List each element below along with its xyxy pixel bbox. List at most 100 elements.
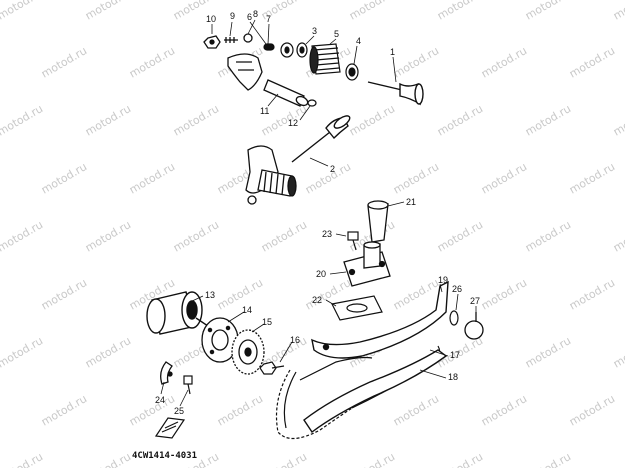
part-sprocket-bolt bbox=[259, 361, 285, 375]
watermark-text: motod.ru bbox=[567, 392, 617, 428]
callout-25: 25 bbox=[174, 406, 184, 416]
callout-6: 6 bbox=[247, 12, 252, 22]
part-chain-guide bbox=[303, 349, 448, 434]
callout-9: 9 bbox=[230, 11, 235, 21]
watermark-text: motod.ru bbox=[39, 44, 89, 80]
watermark-text: motod.ru bbox=[523, 218, 573, 254]
part-rocker-shaft bbox=[263, 79, 317, 107]
watermark-text: motod.ru bbox=[391, 392, 441, 428]
leader-lines bbox=[160, 19, 477, 407]
watermark-text: motod.ru bbox=[83, 218, 133, 254]
watermark-text: motod.ru bbox=[435, 0, 485, 23]
watermark-text: motod.ru bbox=[611, 334, 625, 370]
callout-7: 7 bbox=[266, 14, 271, 24]
watermark-text: motod.ru bbox=[303, 160, 353, 196]
watermark-text: motod.ru bbox=[435, 218, 485, 254]
part-cam-sprocket bbox=[231, 329, 265, 375]
watermark-text: motod.ru bbox=[435, 334, 485, 370]
watermark-text: motod.ru bbox=[435, 102, 485, 138]
watermark-text: motod.ru bbox=[523, 0, 573, 23]
watermark-text: motod.ru bbox=[611, 0, 625, 23]
part-tensioner-body bbox=[343, 241, 391, 287]
callout-15: 15 bbox=[262, 317, 272, 327]
watermark-text: motod.ru bbox=[259, 450, 309, 468]
callout-20: 20 bbox=[316, 269, 326, 279]
watermark-text: motod.ru bbox=[215, 276, 265, 312]
watermark-text: motod.ru bbox=[567, 160, 617, 196]
watermark-text: motod.ru bbox=[127, 160, 177, 196]
watermark-text: motod.ru bbox=[39, 276, 89, 312]
watermark-text: motod.ru bbox=[171, 102, 221, 138]
watermark-text: motod.ru bbox=[567, 276, 617, 312]
watermark-text: motod.ru bbox=[259, 218, 309, 254]
part-camshaft bbox=[146, 291, 209, 341]
watermark-text: motod.ru bbox=[127, 44, 177, 80]
watermark-text: motod.ru bbox=[347, 102, 397, 138]
callout-23: 23 bbox=[322, 229, 332, 239]
callout-13: 13 bbox=[205, 290, 215, 300]
callout-27: 27 bbox=[470, 296, 480, 306]
part-rocker-arm-upper bbox=[203, 33, 263, 91]
watermark-text: motod.ru bbox=[611, 450, 625, 468]
watermark-text: motod.ru bbox=[0, 44, 1, 80]
watermark-text: motod.ru bbox=[0, 218, 45, 254]
watermark-text: motod.ru bbox=[479, 276, 529, 312]
watermark-text: motod.ru bbox=[479, 392, 529, 428]
callout-17: 17 bbox=[450, 350, 460, 360]
callout-12: 12 bbox=[288, 118, 298, 128]
part-rocker-arm-lower bbox=[245, 145, 297, 205]
arrow-front-icon bbox=[154, 417, 186, 439]
watermark-text: motod.ru bbox=[611, 218, 625, 254]
part-clip bbox=[160, 361, 173, 385]
watermark-text: motod.ru bbox=[171, 218, 221, 254]
part-washer bbox=[449, 310, 459, 326]
part-pin bbox=[183, 375, 193, 395]
callout-22: 22 bbox=[312, 295, 322, 305]
part-chain-tensioner-guide bbox=[311, 280, 449, 359]
callout-labels: 1 2 3 4 5 6 7 8 9 10 11 12 13 14 15 16 1… bbox=[155, 9, 480, 416]
callout-19: 19 bbox=[438, 275, 448, 285]
callout-26: 26 bbox=[452, 284, 462, 294]
watermark-text: motod.ru bbox=[479, 160, 529, 196]
diagram-code: 4CW1414-4031 bbox=[132, 451, 197, 461]
callout-14: 14 bbox=[242, 305, 252, 315]
callout-10: 10 bbox=[206, 14, 216, 24]
callout-3: 3 bbox=[312, 26, 317, 36]
watermark-text: motod.ru bbox=[0, 0, 45, 23]
watermark-text: motod.ru bbox=[523, 102, 573, 138]
part-valve-spring-set bbox=[263, 42, 359, 81]
watermark-text: motod.ru bbox=[83, 0, 133, 23]
part-valve-exhaust bbox=[291, 115, 351, 163]
watermark-text: motod.ru bbox=[523, 334, 573, 370]
watermark-text: motod.ru bbox=[0, 102, 45, 138]
watermark-text: motod.ru bbox=[0, 450, 45, 468]
callout-16: 16 bbox=[290, 335, 300, 345]
watermark-text: motod.ru bbox=[215, 392, 265, 428]
callout-18: 18 bbox=[448, 372, 458, 382]
part-cap-bolt bbox=[464, 312, 484, 340]
watermark-text: motod.ru bbox=[0, 160, 1, 196]
watermark-text: motod.ru bbox=[567, 44, 617, 80]
watermark-text: motod.ru bbox=[479, 44, 529, 80]
watermark-text: motod.ru bbox=[39, 160, 89, 196]
watermark-text: motod.ru bbox=[391, 276, 441, 312]
watermark-text: motod.ru bbox=[0, 392, 1, 428]
callout-5: 5 bbox=[334, 29, 339, 39]
part-sprocket-plate bbox=[201, 317, 239, 363]
callout-2: 2 bbox=[330, 164, 335, 174]
part-bolt bbox=[347, 231, 359, 251]
watermark-text: motod.ru bbox=[391, 44, 441, 80]
watermark-text: motod.ru bbox=[611, 102, 625, 138]
watermark-text: motod.ru bbox=[39, 392, 89, 428]
watermark-text: motod.ru bbox=[435, 450, 485, 468]
watermark-text: motod.ru bbox=[347, 450, 397, 468]
callout-8: 8 bbox=[253, 9, 258, 19]
watermark-text: motod.ru bbox=[0, 276, 1, 312]
callout-1: 1 bbox=[390, 47, 395, 57]
callout-24: 24 bbox=[155, 395, 165, 405]
callout-11: 11 bbox=[260, 106, 269, 116]
watermark-text: motod.ru bbox=[523, 450, 573, 468]
callout-4: 4 bbox=[356, 36, 361, 46]
watermark-text: motod.ru bbox=[347, 0, 397, 23]
